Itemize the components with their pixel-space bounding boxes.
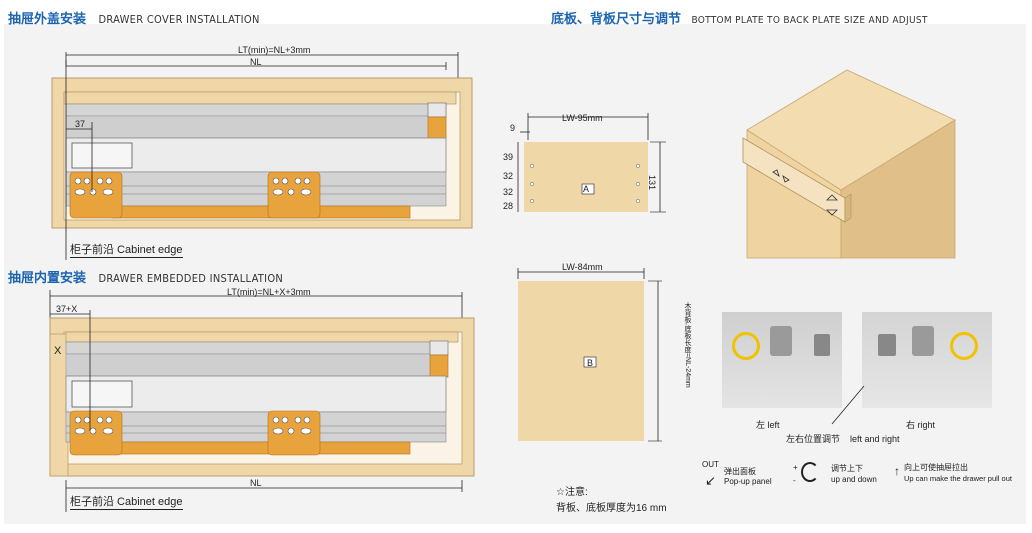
- rotate-icon-right: [950, 332, 978, 360]
- section1-title-cn: 抽屉外盖安装: [8, 12, 87, 27]
- plate-a-diagram: [517, 113, 666, 213]
- legend-pullout-cn: 向上可使抽屉拉出: [904, 463, 968, 472]
- legend-plus: +: [793, 463, 798, 472]
- legend-minus: -: [793, 476, 796, 485]
- section1-lt-label: LT(min)=NL+3mm: [238, 45, 311, 55]
- section2-title-en: DRAWER EMBEDDED INSTALLATION: [98, 272, 284, 285]
- section3-title-cn: 底板、背板尺寸与调节: [551, 12, 682, 27]
- section2-lt-label: LT(min)=NL+X+3mm: [227, 287, 311, 297]
- plate-a-height-label: 131: [647, 175, 657, 191]
- section2-x-label: X: [54, 345, 62, 357]
- plate-b-tag: B: [587, 358, 594, 368]
- section1-header: 抽屉外盖安装 DRAWER COVER INSTALLATION: [8, 8, 260, 28]
- drawer-cover-diagram: [51, 52, 473, 260]
- pop-up-arrow-icon: ↙: [705, 473, 716, 488]
- legend-popup-cn: 弹出面板: [724, 467, 756, 476]
- section3-title-en: BOTTOM PLATE TO BACK PLATE SIZE AND ADJU…: [691, 15, 928, 26]
- plate-b-diagram: [517, 268, 662, 442]
- section2-header: 抽屉内置安装 DRAWER EMBEDDED INSTALLATION: [8, 267, 283, 287]
- clip-left: [814, 334, 830, 356]
- plate-b-width-label: LW-84mm: [562, 262, 603, 272]
- section1-title-en: DRAWER COVER INSTALLATION: [98, 13, 260, 26]
- legend-updown-en: up and down: [831, 475, 877, 484]
- plate-a-tag: A: [583, 184, 590, 194]
- legend-out-label: OUT: [702, 460, 719, 469]
- plate-a-dim-4: 28: [503, 201, 514, 211]
- drawer-embedded-diagram: [49, 290, 475, 512]
- plate-a-width-label: LW-95mm: [562, 113, 603, 123]
- note-title: ☆注意:: [556, 487, 588, 498]
- section2-title-cn: 抽屉内置安装: [8, 271, 87, 286]
- plate-a-dim-3: 32: [503, 187, 514, 197]
- plate-a-dim-2: 32: [503, 171, 514, 181]
- photo-mid-label: 左右位置调节 left and right: [786, 434, 900, 444]
- photo-right-label: 右 right: [906, 420, 936, 430]
- photo-right: [862, 312, 992, 408]
- cabinet-illustration: [742, 69, 956, 259]
- section2-offset-label: 37+X: [56, 304, 78, 314]
- legend-updown-cn: 调节上下: [831, 464, 863, 473]
- section1-offset-label: 37: [75, 119, 86, 129]
- plate-b-side-label: 木背板,底板长度=NL-24mm: [684, 302, 691, 388]
- section2-cabinet-edge-label: 柜子前沿 Cabinet edge: [70, 493, 183, 510]
- plate-a-dim-1: 39: [503, 152, 514, 162]
- note-text: 背板、底板厚度为16 mm: [556, 503, 667, 514]
- section1-nl-label: NL: [250, 57, 262, 67]
- photo-left-label: 左 left: [756, 420, 780, 430]
- legend-popup-en: Pop-up panel: [724, 477, 772, 486]
- section2-nl-label: NL: [250, 478, 262, 488]
- rotate-adjust-icon: [801, 462, 819, 482]
- section3-header: 底板、背板尺寸与调节 BOTTOM PLATE TO BACK PLATE SI…: [551, 8, 928, 28]
- clip-right: [878, 334, 896, 356]
- adjuster-left: [770, 326, 792, 356]
- section1-cabinet-edge-label: 柜子前沿 Cabinet edge: [70, 241, 183, 258]
- plate-a-offset-label: 9: [510, 123, 516, 133]
- legend-pullout-en: Up can make the drawer pull out: [904, 474, 1012, 483]
- photo-pointer-line: [831, 385, 865, 425]
- up-arrow-icon: ↑: [894, 464, 900, 478]
- rotate-icon-left: [732, 332, 760, 360]
- adjuster-right: [912, 326, 934, 356]
- photo-left: [722, 312, 842, 408]
